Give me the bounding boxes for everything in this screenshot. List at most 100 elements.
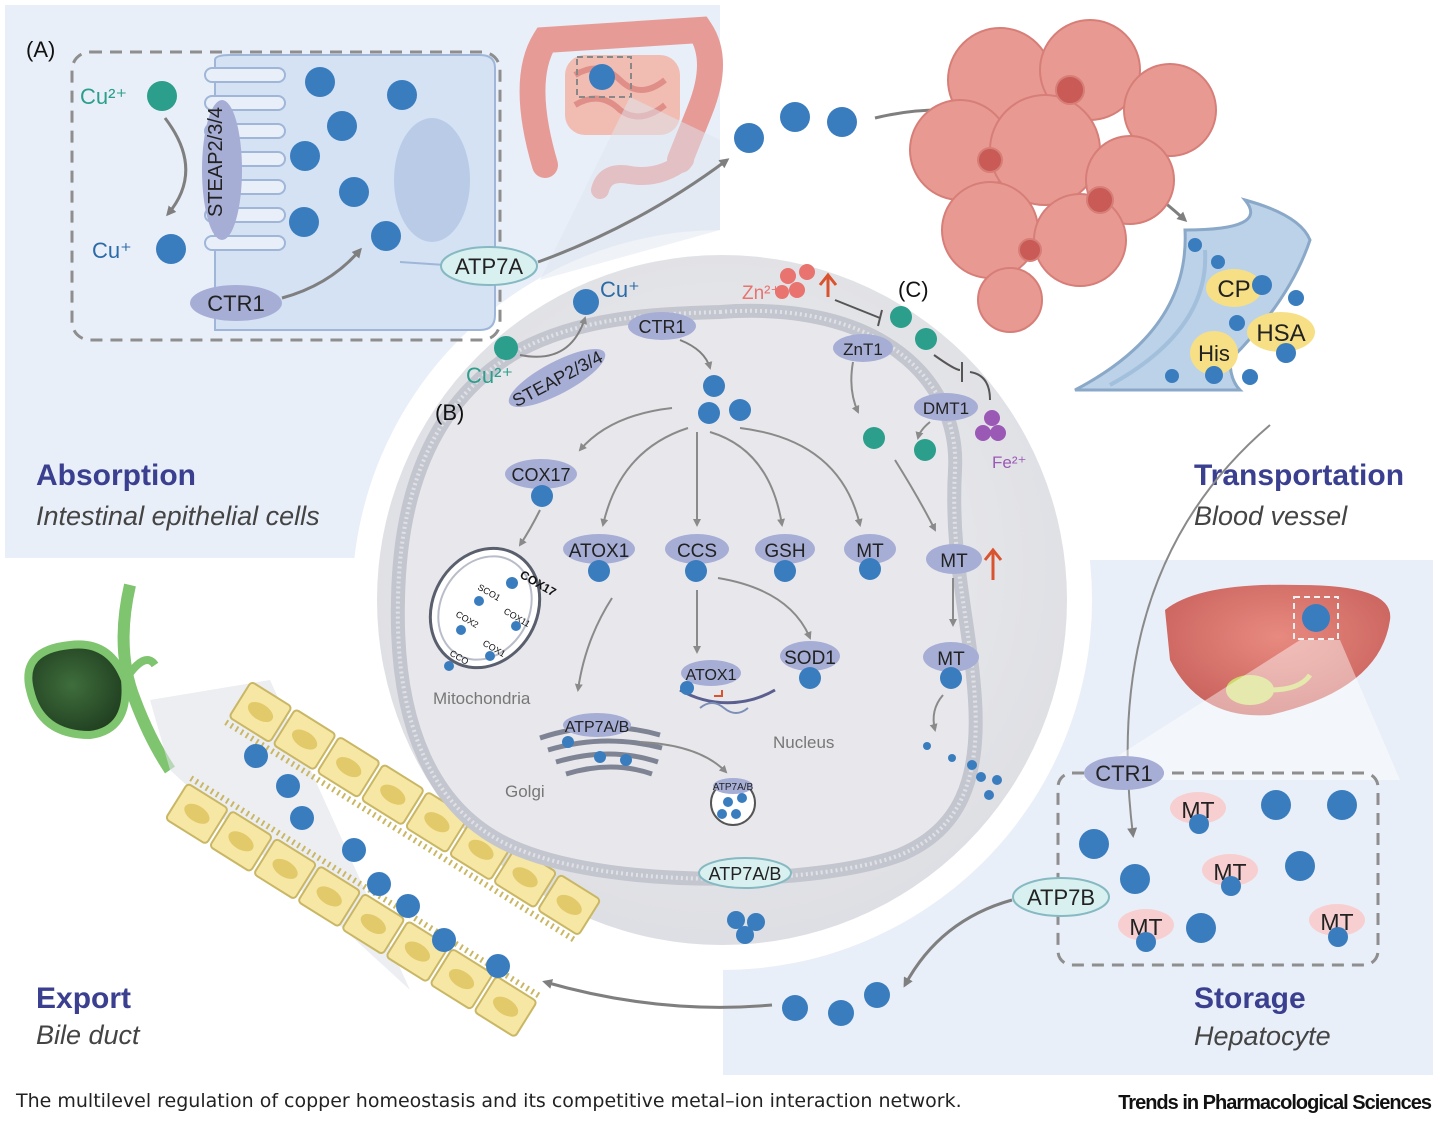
to-mt-arrow: [894, 459, 936, 532]
ctr1-transporter-b: CTR1: [628, 312, 696, 340]
zn2-label: Zn²⁺: [742, 283, 781, 304]
atp7a-transporter: ATP7A: [440, 246, 538, 286]
golgi-to-vesicle-arrow: [639, 741, 728, 774]
vessel-wall: [1109, 249, 1208, 387]
zoom-wedge-a: [540, 97, 720, 280]
atp7b-transporter: ATP7B: [1012, 877, 1110, 917]
metallothionein-complexes: MT MT MT MT: [1118, 792, 1365, 952]
svg-text:CCS: CCS: [677, 541, 717, 562]
cox17-node: COX17: [505, 459, 577, 507]
transportation-title: Transportation: [1194, 459, 1404, 492]
svg-text:CTR1: CTR1: [1095, 761, 1152, 786]
cu2-ions-c: [863, 306, 937, 461]
reduction-arrow-b: [519, 316, 587, 358]
svg-text:DMT1: DMT1: [923, 399, 969, 418]
zinc-ions: [775, 264, 815, 299]
circulating-copper-2: [782, 982, 890, 1026]
blood-copper: [1165, 238, 1304, 385]
zinc-inhibition: [834, 299, 881, 319]
cp-label: CP: [1217, 276, 1250, 303]
liver-tissue-icon: [909, 19, 1217, 333]
absorption-title: Absorption: [36, 459, 196, 492]
svg-text:GSH: GSH: [764, 541, 805, 562]
svg-text:SOD1: SOD1: [784, 648, 836, 669]
svg-text:ATP7B: ATP7B: [1027, 885, 1095, 910]
cu1-ion-b: [573, 289, 599, 315]
hepatocyte: [1056, 771, 1380, 967]
intracellular-copper-a: [289, 67, 417, 251]
hsa-label: HSA: [1256, 320, 1305, 347]
bile-duct-epithelium: [165, 681, 601, 1037]
svg-text:COX17: COX17: [511, 465, 570, 485]
released-copper: [923, 742, 1002, 800]
svg-text:ATOX1: ATOX1: [569, 541, 630, 562]
hepatocyte-copper: [1079, 790, 1357, 943]
zinc-increase-arrow: [818, 272, 838, 297]
atox1-to-golgi-arrow: [574, 597, 613, 692]
dmt1-transporter: DMT1: [914, 393, 978, 421]
dmt1-inhibition: [933, 354, 963, 382]
cu2-ion: [147, 81, 177, 111]
ctr1-transporter-a: CTR1: [190, 285, 282, 321]
plasma-carriers: CP HSA His: [1190, 269, 1315, 384]
steap-protein-a: STEAP2/3/4: [202, 100, 242, 240]
svg-text:CTR1: CTR1: [207, 291, 264, 316]
panel-letter-a: (A): [26, 37, 55, 62]
svg-text:ZnT1: ZnT1: [843, 340, 883, 359]
nucleus-label: Nucleus: [773, 733, 834, 752]
cytosolic-copper-pool: [698, 375, 751, 424]
panel-letter-c: (C): [898, 277, 929, 302]
inhibition-bar: [877, 309, 883, 327]
uptake-arrow-b: [679, 339, 713, 370]
chaperone-row: ATOX1 CCS GSH MT MT: [563, 534, 982, 582]
absorption-subtitle: Intestinal epithelial cells: [36, 501, 320, 531]
liver-icon: [1165, 584, 1391, 716]
storage-subtitle: Hepatocyte: [1194, 1021, 1331, 1051]
his-label: His: [1198, 341, 1230, 366]
mitochondria-label: Mitochondria: [433, 689, 531, 708]
chaperone-arrows: [578, 407, 863, 527]
svg-text:ATP7A: ATP7A: [455, 254, 523, 279]
svg-text:MT: MT: [937, 649, 965, 670]
ctr1-transporter-liver: CTR1: [1084, 756, 1164, 790]
svg-text:ATP7A/B: ATP7A/B: [565, 719, 630, 736]
mt-upregulation-arrow: [983, 547, 1003, 580]
exported-copper-cell: [727, 911, 765, 944]
iron-inhibition: [969, 371, 991, 401]
ccs-to-sod1-arrow: [717, 577, 812, 640]
atp7ab-transporter-membrane: ATP7A/B: [698, 857, 792, 889]
svg-text:ATOX1: ATOX1: [686, 667, 737, 684]
transportation-subtitle: Blood vessel: [1194, 501, 1348, 531]
export-subtitle: Bile duct: [36, 1020, 141, 1050]
nucleus: ATOX1: [679, 660, 776, 714]
fe2-label: Fe²⁺: [992, 453, 1026, 472]
journal-name: Trends in Pharmacological Sciences: [1118, 1092, 1432, 1114]
secretory-vesicle: ATP7A/B: [710, 778, 756, 826]
svg-text:STEAP2/3/4: STEAP2/3/4: [205, 107, 227, 217]
atp7a-connector: [399, 261, 446, 266]
iron-ions: [975, 410, 1006, 441]
sod1-node: SOD1: [780, 641, 840, 689]
golgi-label: Golgi: [505, 782, 545, 801]
circulating-copper-1: [734, 102, 857, 153]
storage-title: Storage: [1194, 982, 1306, 1015]
gallbladder-icon: [24, 583, 176, 774]
znt1-transporter: ZnT1: [833, 334, 893, 362]
export-title: Export: [36, 982, 131, 1015]
svg-text:ATP7A/B: ATP7A/B: [709, 864, 782, 884]
cu1-label-a: Cu⁺: [92, 238, 132, 263]
zoom-wedge-liver: [1080, 640, 1400, 780]
figure-caption: The multilevel regulation of copper home…: [16, 1090, 962, 1112]
bile-copper: [244, 744, 510, 978]
cu2-label-a: Cu²⁺: [80, 84, 127, 109]
efflux-arrow-a: [537, 158, 730, 264]
znt1-arrow: [850, 361, 860, 414]
svg-text:CTR1: CTR1: [638, 317, 685, 337]
cu1-label-b: Cu⁺: [600, 277, 640, 302]
cu2-ion-b: [494, 336, 518, 360]
panel-letter-b: (B): [435, 400, 464, 425]
cox17-arrow: [518, 509, 541, 547]
mt-copper-complex: MT: [923, 642, 979, 689]
to-bile-arrow: [542, 979, 773, 1009]
